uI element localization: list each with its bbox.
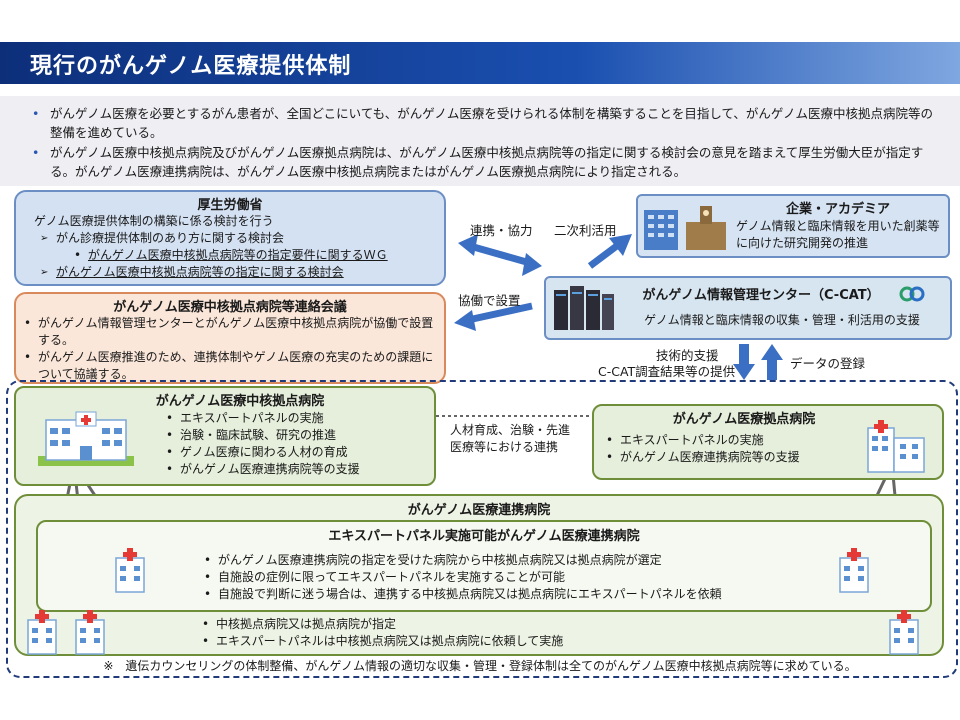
hospital-icon [75, 610, 105, 655]
base-hospital-box: がんゲノム医療拠点病院 エキスパートパネルの実施 がんゲノム医療連携病院等の支援 [592, 404, 944, 480]
base-item: がんゲノム医療連携病院等の支援 [606, 449, 866, 466]
expert-item: 自施設で判断に迷う場合は、連携する中核拠点病院又は拠点病院にエキスパートパネルを… [204, 586, 804, 603]
double-arrow [458, 234, 542, 276]
liaison-item: がんゲノム情報管理センターとがんゲノム医療中核拠点病院が協働で設置する。 [24, 315, 434, 349]
mhlw-box: 厚生労働省 ゲノム医療提供体制の構築に係る検討を行う がん診療提供体制のあり方に… [14, 190, 446, 286]
core-hospital-box: がんゲノム医療中核拠点病院 エキスパートパネルの実施 治験・臨床試験、研究の推進… [14, 386, 436, 486]
academia-box: 企業・アカデミア ゲノム情報と臨床情報を用いた創薬等に向けた研究開発の推進 [636, 194, 950, 258]
server-icon [554, 286, 614, 330]
core-item: ゲノム医療に関わる人材の育成 [166, 444, 426, 461]
base-item: エキスパートパネルの実施 [606, 432, 866, 449]
core-item: がんゲノム医療連携病院等の支援 [166, 461, 426, 478]
intro-panel: がんゲノム医療を必要とするがん患者が、全国どこにいても、がんゲノム医療を受けられ… [0, 96, 960, 186]
hospital-icon [115, 548, 145, 593]
mhlw-title: 厚生労働省 [197, 198, 263, 213]
mhlw-subsub: がんゲノム医療中核拠点病院等の指定要件に関するＷＧ [74, 247, 444, 264]
label-jinzai-1: 人材育成、治験・先進 [450, 423, 571, 437]
arrow-to-kigyo [587, 234, 632, 269]
ccat-logo-icon [899, 286, 925, 302]
label-jinzai: 人材育成、治験・先進 医療等における連携 [450, 422, 590, 456]
liaison-box: がんゲノム医療中核拠点病院等連絡会議 がんゲノム情報管理センターとがんゲノム医療… [14, 292, 446, 384]
hospital-icon [839, 548, 869, 593]
academia-text: ゲノム情報と臨床情報を用いた創薬等に向けた研究開発の推進 [736, 219, 940, 250]
ccat-box: がんゲノム情報管理センター（C-CAT） ゲノム情報と臨床情報の収集・管理・利活… [544, 276, 952, 340]
page-title: 現行のがんゲノム医療提供体制 [30, 54, 352, 79]
intro-item: がんゲノム医療中核拠点病院及びがんゲノム医療拠点病院は、がんゲノム医療中核拠点病… [28, 143, 940, 181]
expert-title: エキスパートパネル実施可能がんゲノム医療連携病院 [328, 529, 640, 544]
hospital-icon [867, 420, 925, 473]
intro-item: がんゲノム医療を必要とするがん患者が、全国どこにいても、がんゲノム医療を受けられ… [28, 104, 940, 142]
label-renkei: 連携・協力 [470, 223, 533, 238]
hospital-icon [38, 411, 134, 466]
arrow-to-renraku [454, 302, 533, 331]
arrow-down [733, 344, 755, 380]
building-icon [644, 206, 726, 250]
ccat-title: がんゲノム情報管理センター（C-CAT） [642, 288, 880, 303]
label-data: データの登録 [790, 356, 866, 371]
expert-panel-box: エキスパートパネル実施可能がんゲノム医療連携病院 がんゲノム医療連携病院の指定を… [36, 520, 932, 612]
label-gijutsu: 技術的支援 [656, 348, 719, 363]
ccat-text: ゲノム情報と臨床情報の収集・管理・利活用の支援 [644, 313, 920, 327]
label-kyodo: 協働で設置 [458, 293, 521, 308]
liaison-title: がんゲノム医療中核拠点病院等連絡会議 [113, 300, 347, 315]
mhlw-line: ゲノム医療提供体制の構築に係る検討を行う [34, 214, 274, 228]
core-item: 治験・臨床試験、研究の推進 [166, 427, 426, 444]
arrow-up [761, 344, 783, 380]
core-item: エキスパートパネルの実施 [166, 410, 426, 427]
label-ccat-result: C-CAT調査結果等の提供 [598, 364, 736, 379]
footnote: ※ 遺伝カウンセリングの体制整備、がんゲノム情報の適切な収集・管理・登録体制は全… [103, 659, 857, 673]
expert-item: がんゲノム医療連携病院の指定を受けた病院から中核拠点病院又は拠点病院が選定 [204, 552, 804, 569]
liaison-item: がんゲノム医療推進のため、連携体制やゲノム医療の充実のための課題について協議する… [24, 349, 434, 383]
cooperating-item: エキスパートパネルは中核拠点病院又は拠点病院に依頼して実施 [202, 633, 702, 650]
base-title: がんゲノム医療拠点病院 [672, 412, 816, 427]
hospital-network-frame [6, 380, 958, 678]
mhlw-sub: がんゲノム医療中核拠点病院等の指定に関する検討会 [40, 264, 444, 281]
core-title: がんゲノム医療中核拠点病院 [155, 394, 325, 409]
cooperating-title: がんゲノム医療連携病院 [407, 503, 551, 518]
hospital-icon [27, 610, 57, 655]
label-jinzai-2: 医療等における連携 [450, 440, 559, 454]
academia-title: 企業・アカデミア [785, 202, 890, 217]
hospital-icon [889, 610, 919, 655]
cooperating-item: 中核拠点病院又は拠点病院が指定 [202, 616, 702, 633]
title-bar: 現行のがんゲノム医療提供体制 [0, 42, 960, 84]
expert-item: 自施設の症例に限ってエキスパートパネルを実施することが可能 [204, 569, 804, 586]
label-niji: 二次利活用 [554, 223, 617, 238]
mhlw-sub: がん診療提供体制のあり方に関する検討会 [40, 230, 444, 247]
